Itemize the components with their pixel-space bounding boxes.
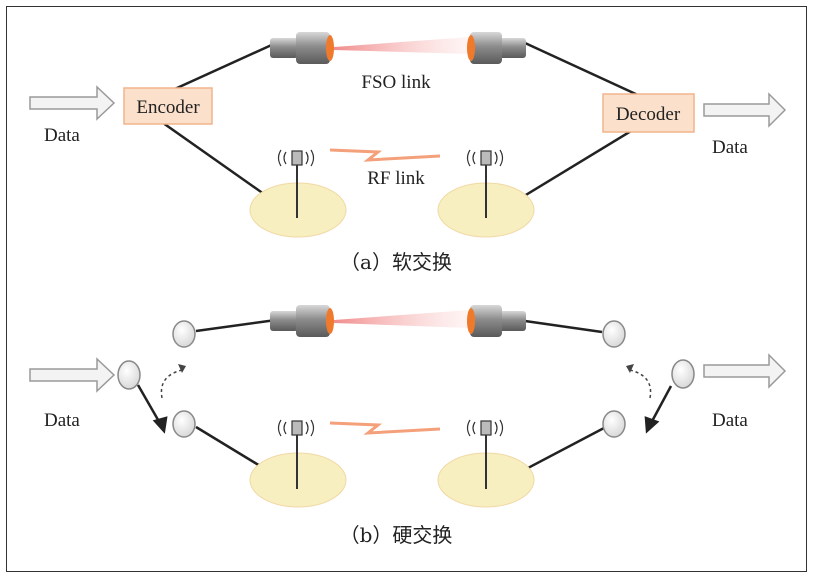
encoder-box: Encoder	[123, 87, 213, 125]
data-in-label: Data	[44, 410, 80, 431]
connector-lines	[195, 318, 605, 491]
arrowhead-icon	[626, 364, 634, 373]
fso-transceiver-icon	[270, 32, 334, 64]
data-out-label: Data	[712, 410, 748, 431]
fso-transceiver-icon	[467, 32, 526, 64]
input-arrow-icon	[29, 357, 116, 393]
output-arrow-icon	[703, 92, 787, 128]
switch-arrow-icon	[136, 384, 673, 434]
fso-beam	[334, 310, 470, 328]
panel-b: Data Data	[29, 305, 787, 547]
panel-a: Data Encoder Decoder Data	[29, 32, 787, 274]
input-arrow-icon	[29, 85, 116, 121]
rf-antenna-icon	[466, 419, 504, 489]
switch-node-icon	[117, 320, 695, 438]
figure-frame	[6, 6, 807, 572]
rf-antenna-icon	[466, 149, 504, 218]
fso-transceiver-icon	[467, 305, 526, 337]
rf-signal-bolt	[329, 148, 441, 162]
output-arrow-icon	[703, 353, 787, 389]
encoder-label: Encoder	[136, 97, 200, 118]
switch-toggle-icon	[160, 369, 652, 399]
rf-antenna-icon	[277, 419, 315, 489]
fso-transceiver-icon	[270, 305, 334, 337]
caption-b: （b）硬交换	[340, 523, 453, 547]
rf-antenna-icon	[277, 149, 315, 218]
connector-lines	[155, 41, 641, 220]
rf-signal-bolt	[329, 421, 441, 435]
rf-link-label: RF link	[367, 168, 425, 189]
arrowhead-icon	[178, 364, 186, 373]
decoder-box: Decoder	[602, 93, 695, 133]
fso-link-label: FSO link	[361, 72, 431, 93]
decoder-label: Decoder	[616, 104, 681, 125]
data-in-label: Data	[44, 125, 80, 146]
data-out-label: Data	[712, 137, 748, 158]
caption-a: （a）软交换	[340, 250, 452, 274]
fso-beam	[334, 37, 470, 54]
